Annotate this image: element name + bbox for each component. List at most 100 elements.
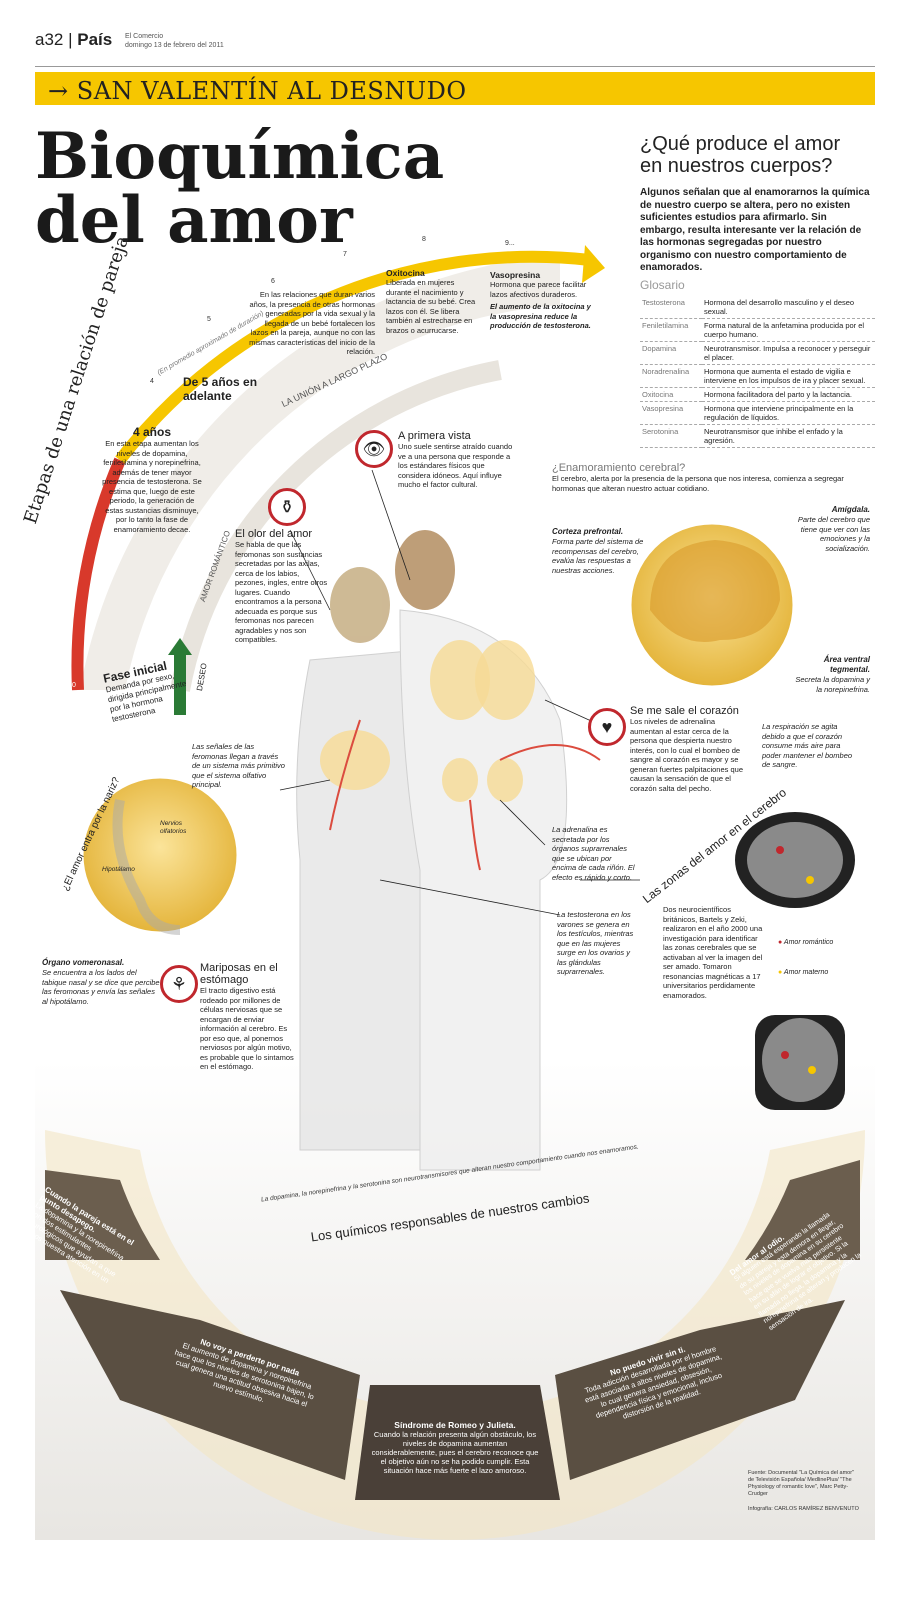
- stage-number: 2: [76, 533, 80, 540]
- vasopresina-note-text: El aumento de la oxitocina y la vasopres…: [490, 302, 591, 330]
- oxitocina-text: Liberada en mujeres durante el nacimient…: [386, 278, 476, 335]
- corazon-text: Los niveles de adrenalina aumentan al es…: [630, 717, 743, 793]
- vasopresina-title: Vasopresina: [490, 270, 541, 280]
- perfume-icon: ⚱: [268, 488, 306, 526]
- glossary-term: Oxitocina: [640, 387, 702, 402]
- amigdala-title: Amígdala.: [831, 505, 870, 514]
- stage-number: 3: [97, 458, 101, 465]
- glossary-definition: Hormona que aumenta el estado de vigilia…: [702, 364, 875, 388]
- glossary-definition: Forma natural de la anfetamina producida…: [702, 318, 875, 342]
- brain-zones-text: Dos neurocientíficos británicos, Bartels…: [663, 905, 763, 1000]
- vomero-note: Órgano vomeronasal. Se encuentra a los l…: [42, 958, 162, 1006]
- cuatro-anos-title: 4 años: [132, 425, 171, 439]
- section-band: [35, 72, 875, 105]
- corteza-text: Forma parte del sistema de recompensas d…: [552, 537, 644, 575]
- corteza-title: Corteza prefrontal.: [552, 527, 624, 536]
- cinco-anos-title: De 5 años en adelante: [183, 375, 258, 403]
- olor-title: El olor del amor: [235, 528, 313, 540]
- cerebral-text: El cerebro, alerta por la presencia de l…: [552, 474, 844, 493]
- corazon-title: Se me sale el corazón: [630, 705, 739, 717]
- mariposas-text: El tracto digestivo está rodeado por mil…: [200, 986, 294, 1071]
- ventral-note: Área ventral tegmental. Secreta la dopam…: [790, 655, 870, 694]
- glossary-definition: Neurotransmisor. Impulsa a reconocer y p…: [702, 341, 875, 365]
- corazon-note: Se me sale el corazón Los niveles de adr…: [630, 705, 750, 793]
- vista-text: Uno suele sentirse atraído cuando ve a u…: [398, 442, 513, 489]
- glossary-term: Testosterona: [640, 296, 702, 319]
- amigdala-note: Amígdala. Parte del cerebro que tiene qu…: [790, 505, 870, 553]
- stage-number: 7: [343, 251, 347, 258]
- glossary-term: Noradrenalina: [640, 364, 702, 388]
- olor-text: Se habla de que las feromonas son sustan…: [235, 540, 328, 644]
- glossary-term: Serotonina: [640, 424, 702, 448]
- legend-maternal: ● Amor materno: [778, 968, 838, 978]
- cinco-anos-text: En las relaciones que duran varios años,…: [249, 290, 375, 356]
- mariposas-note: Mariposas en el estómago El tracto diges…: [200, 962, 300, 1072]
- question-title-line-2: en nuestros cuerpos?: [640, 155, 833, 177]
- glossary-definition: Neurotransmisor que inhibe el enfado y l…: [702, 424, 875, 448]
- heart-icon: ♥: [588, 708, 626, 746]
- page-header: a32 | País: [35, 30, 113, 49]
- legend-romantic-label: Amor romántico: [783, 939, 834, 946]
- hipotalamo-label: Hipotálamo: [102, 866, 135, 873]
- glossary-term: Dopamina: [640, 341, 702, 365]
- corteza-note: Corteza prefrontal. Forma parte del sist…: [552, 527, 652, 575]
- stage-number: 0: [72, 682, 76, 689]
- eye-icon: 👁: [355, 430, 393, 468]
- couple-figure: [296, 530, 601, 1171]
- glossary-definition: Hormona que interviene principalmente en…: [702, 401, 875, 425]
- header-rule: [35, 66, 875, 67]
- cuatro-anos: 4 años En esta etapa aumentan los nivele…: [102, 425, 202, 534]
- title-line-1: Bioquímica: [35, 119, 445, 194]
- vomero-text: Se encuentra a los lados del tabique nas…: [42, 968, 160, 1006]
- adrenalina-note: La adrenalina es secretada por los órgan…: [552, 825, 635, 882]
- section-band-title: → SAN VALENTÍN AL DESNUDO: [48, 77, 467, 105]
- section-name: País: [77, 30, 113, 49]
- stage-number: 5: [207, 316, 211, 323]
- question-title-line-1: ¿Qué produce el amor: [640, 133, 841, 155]
- vista-note: A primera vista Uno suele sentirse atraí…: [398, 430, 518, 490]
- stage-number: 1: [70, 612, 74, 619]
- legend-dot-yellow: ●: [778, 969, 783, 976]
- legend-romantic: ● Amor romántico: [778, 938, 838, 948]
- respiracion-note: La respiración se agita debido a que el …: [762, 722, 853, 769]
- mariposas-title: Mariposas en el estómago: [200, 962, 278, 986]
- stage-number: 4: [150, 378, 154, 385]
- olor-note: El olor del amor Se habla de que las fer…: [235, 528, 330, 645]
- legend-dot-red: ●: [778, 939, 783, 946]
- oxitocina-note: Oxitocina Liberada en mujeres durante el…: [386, 268, 481, 335]
- title-line-2: del amor: [35, 183, 353, 258]
- question-title: ¿Qué produce el amor en nuestros cuerpos…: [640, 133, 840, 177]
- stage-number: 6: [271, 278, 275, 285]
- legend-maternal-label: Amor materno: [783, 969, 829, 976]
- stage-number: 8: [422, 236, 426, 243]
- paper-name: El Comercio: [125, 33, 164, 40]
- glossary-term: Vasopresina: [640, 401, 702, 425]
- glossary-definition: Hormona del desarrollo masculino y el de…: [702, 296, 875, 319]
- glossary-definition: Hormona facilitadora del parto y la lact…: [702, 387, 875, 402]
- stage-number: 9...: [505, 240, 515, 247]
- glossary-title: Glosario: [640, 278, 685, 292]
- page-title: Bioquímica del amor: [35, 125, 444, 253]
- cuatro-anos-text: En esta etapa aumentan los niveles de do…: [102, 439, 202, 534]
- chemicals-ring: [45, 1130, 865, 1540]
- testosterona-note: La testosterona en los varones se genera…: [557, 910, 634, 976]
- cerebral-title: ¿Enamoramiento cerebral?: [552, 462, 686, 474]
- segment-title: Síndrome de Romeo y Julieta.: [394, 1420, 516, 1430]
- band-title-text: SAN VALENTÍN AL DESNUDO: [76, 77, 467, 105]
- nervios-label: Nervios olfatorios: [160, 820, 187, 835]
- vasopresina-text: Hormona que parece facilitar lazos afect…: [490, 280, 587, 299]
- oxitocina-title: Oxitocina: [386, 268, 425, 278]
- paper-date: domingo 13 de febrero del 2011: [125, 42, 224, 49]
- ventral-title: Área ventral tegmental.: [823, 655, 870, 674]
- senales-note: Las señales de las feromonas llegan a tr…: [192, 742, 285, 789]
- chemical-segment-3: Síndrome de Romeo y Julieta. Cuando la r…: [370, 1420, 540, 1475]
- segment-text: Cuando la relación presenta algún obstác…: [371, 1430, 539, 1475]
- vista-title: A primera vista: [398, 430, 471, 442]
